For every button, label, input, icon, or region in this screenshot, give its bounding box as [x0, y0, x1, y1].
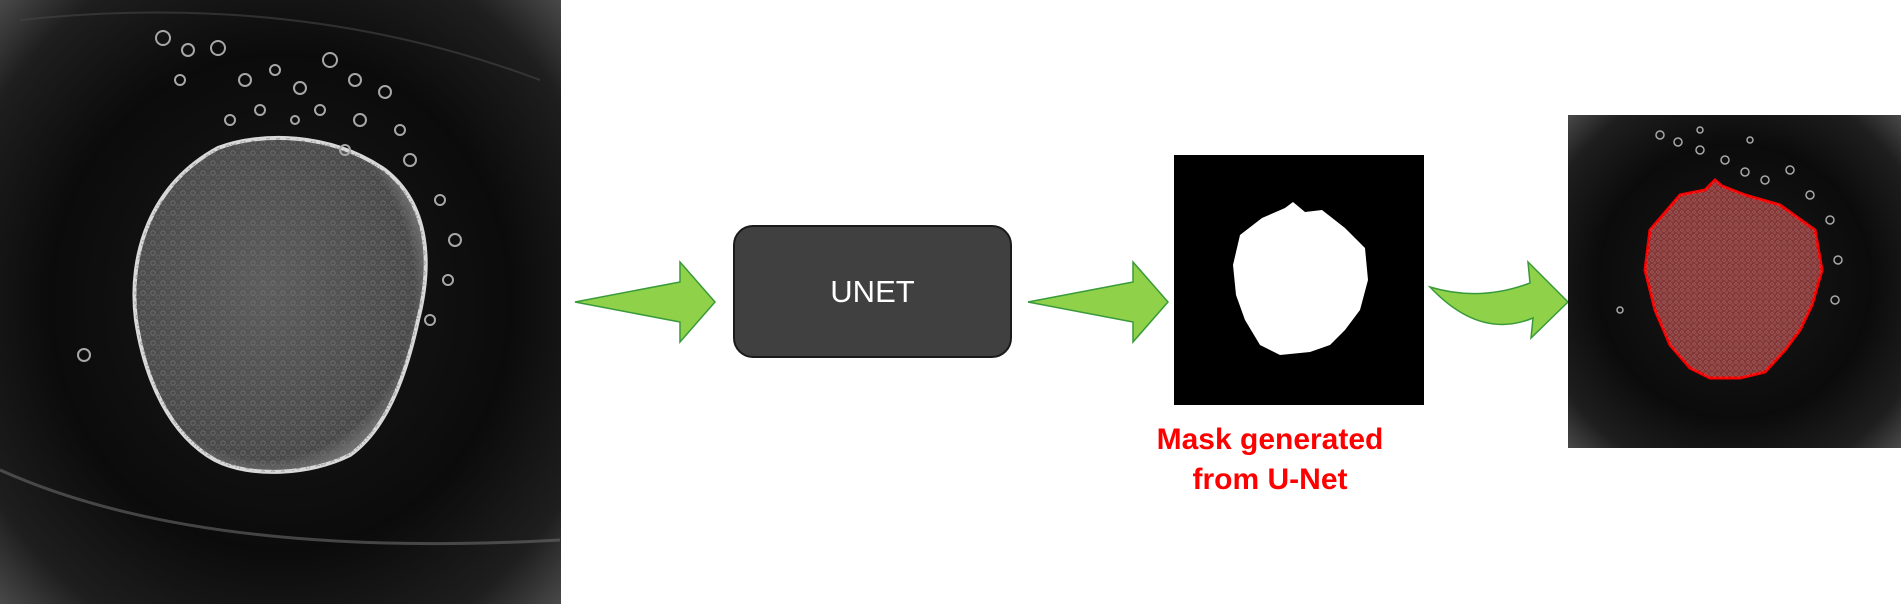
arrow-icon — [1427, 259, 1570, 340]
mask-caption-line2: from U-Net — [1192, 463, 1348, 496]
unet-label: UNET — [830, 273, 915, 309]
unet-model-box: UNET — [733, 225, 1012, 358]
overlay-result-image — [1568, 115, 1901, 448]
mask-caption: Mask generated from U-Net — [1150, 420, 1390, 500]
floating-cells — [77, 30, 462, 362]
binary-mask-image — [1174, 155, 1424, 405]
mask-caption-line1: Mask generated — [1156, 423, 1384, 456]
arrow-icon — [574, 260, 716, 344]
input-microscopy-image — [0, 0, 561, 604]
mask-region — [1233, 202, 1368, 355]
arrow-icon — [1027, 260, 1169, 344]
